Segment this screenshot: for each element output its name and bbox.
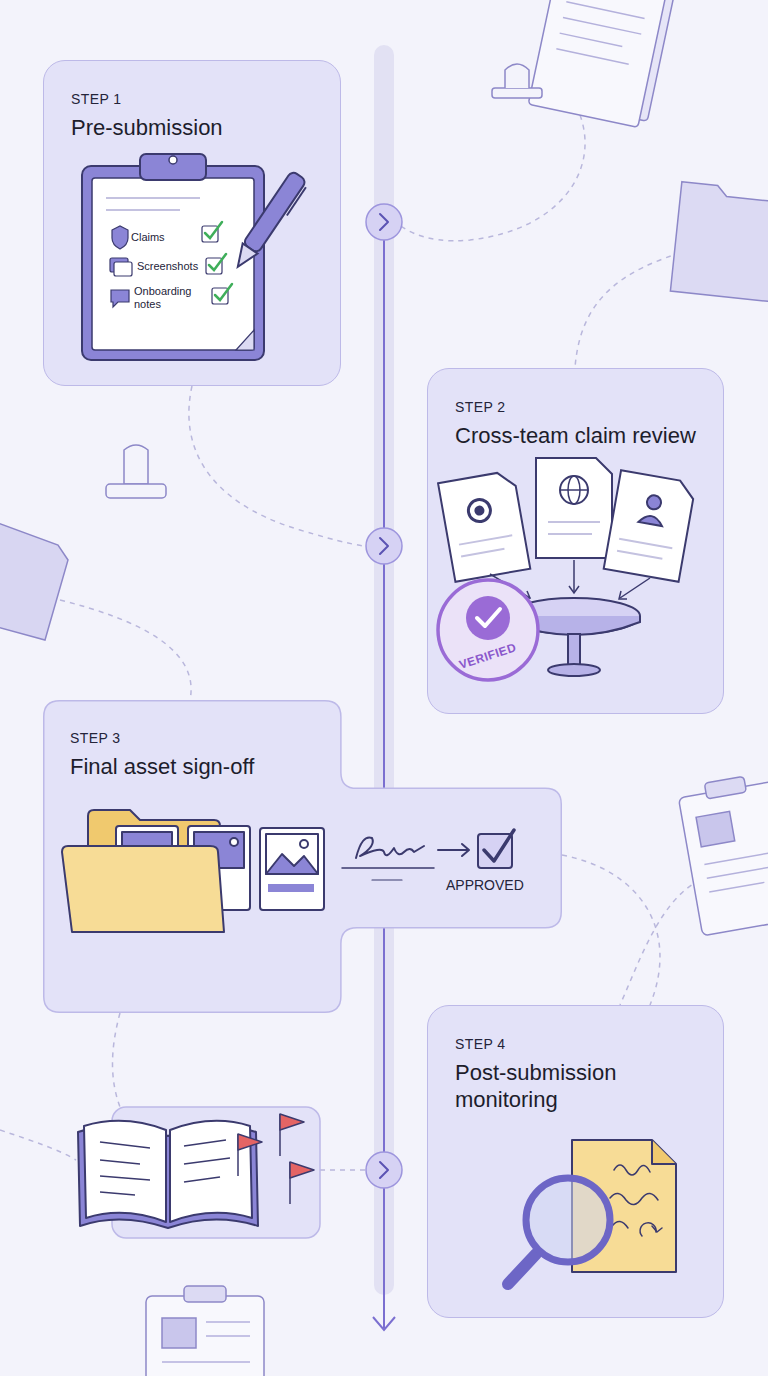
asset-folder-icon [62, 810, 324, 932]
step-number: STEP 1 [71, 91, 313, 107]
step-title: Final asset sign-off [70, 753, 314, 780]
signature-approval-icon [342, 830, 514, 880]
step-number: STEP 4 [455, 1036, 696, 1052]
status-text: APPROVED [446, 877, 536, 893]
checklist-item: Screenshots [137, 260, 207, 273]
step-title: Post-submission monitoring [455, 1059, 696, 1113]
step-title: Pre-submission [71, 114, 313, 141]
checklist-item: Onboarding notes [134, 285, 204, 310]
step-title: Cross-team claim review [455, 422, 696, 449]
step-number: STEP 2 [455, 399, 696, 415]
clipboard-icon [82, 154, 309, 360]
step-number: STEP 3 [70, 730, 314, 746]
stamp-text: VERIFIED [450, 639, 527, 676]
monitoring-icon [508, 1140, 676, 1284]
checklist-item: Claims [131, 231, 197, 244]
verified-stamp [438, 580, 538, 680]
